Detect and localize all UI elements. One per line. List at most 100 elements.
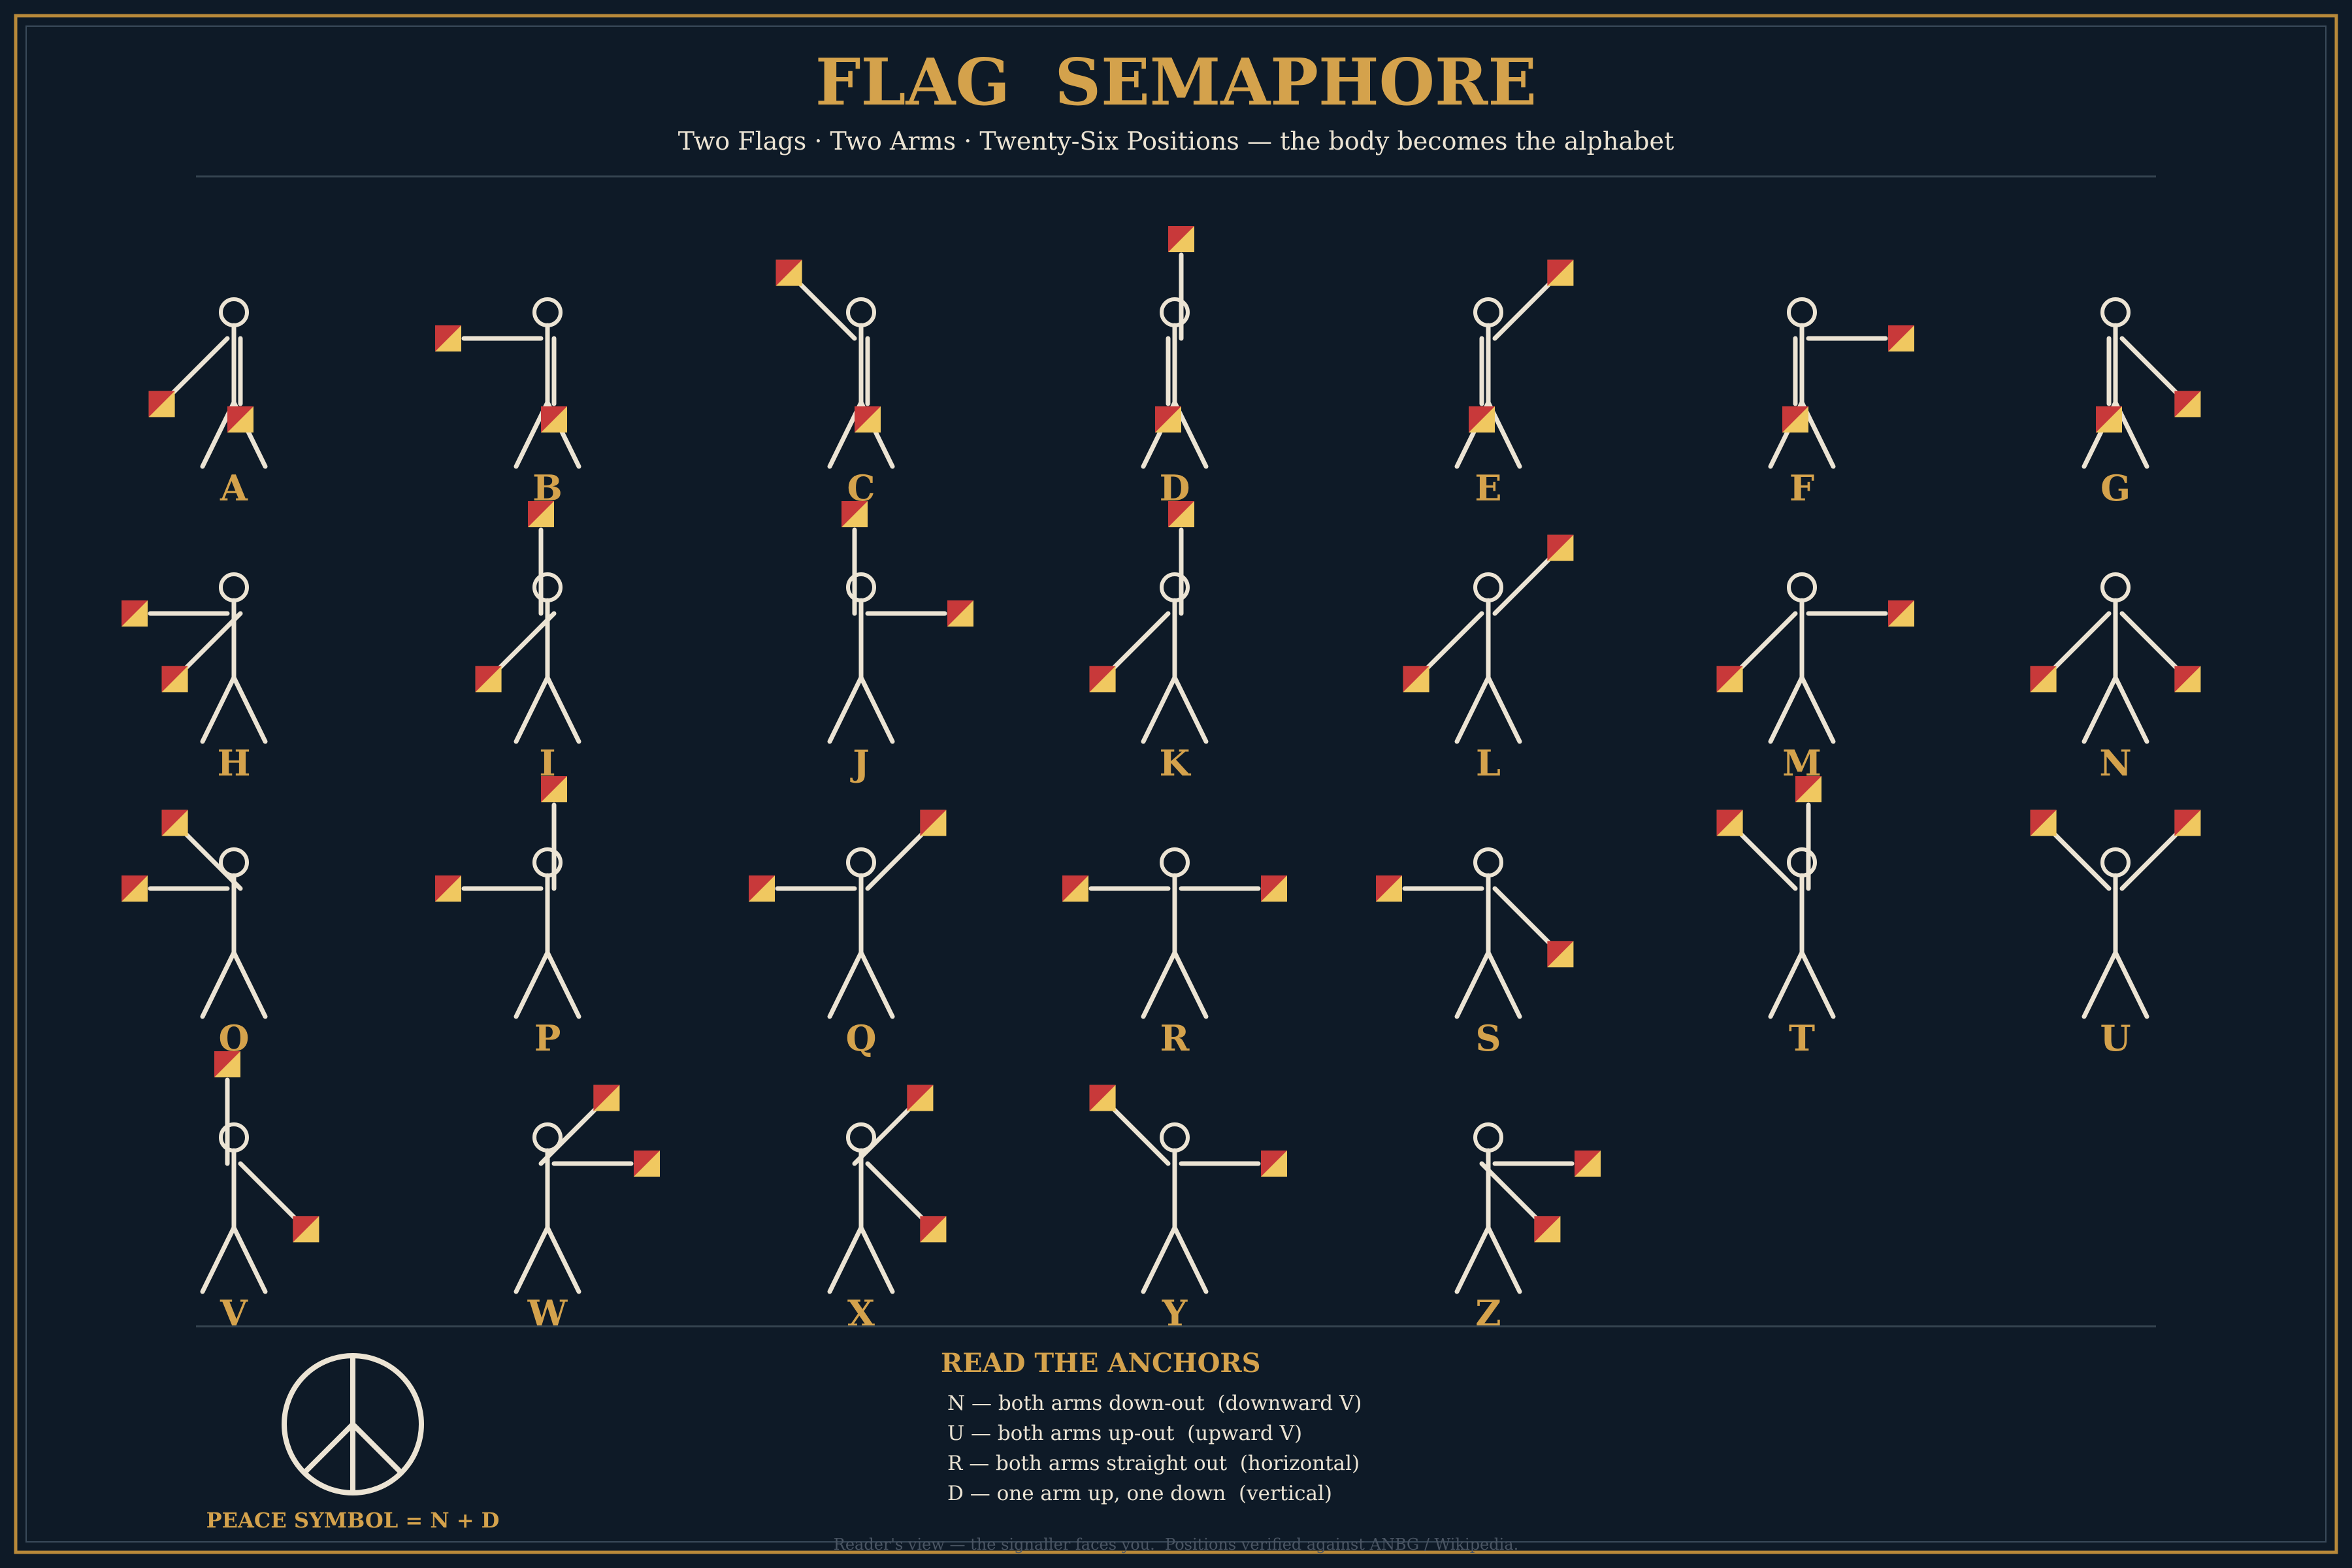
figure-left-leg	[1141, 1225, 1177, 1294]
left-flag-icon	[593, 1085, 620, 1111]
semaphore-figure-m: M	[1716, 572, 1914, 784]
figure-right-leg	[858, 1225, 895, 1294]
right-flag-icon	[1888, 325, 1914, 351]
right-flag-icon	[920, 809, 947, 836]
semaphore-figure-s: S	[1376, 847, 1574, 1059]
right-flag-icon	[1261, 875, 1287, 902]
figure-right-leg	[1799, 950, 1836, 1019]
left-flag-icon	[1782, 406, 1808, 433]
figure-left-leg	[514, 1225, 550, 1294]
left-arm	[538, 1107, 598, 1166]
figure-letter-label: A	[220, 467, 248, 509]
left-arm	[171, 336, 230, 395]
left-arm	[2052, 832, 2112, 891]
left-flag-icon	[776, 259, 802, 286]
right-flag-icon	[1888, 600, 1914, 627]
semaphore-figure-l: L	[1403, 534, 1574, 784]
figure-right-leg	[858, 950, 895, 1019]
figure-right-leg	[231, 675, 268, 744]
figure-letter-label: F	[1789, 467, 1814, 509]
semaphore-figure-c: C	[776, 259, 895, 509]
figure-letter-label: N	[2099, 742, 2131, 784]
page-subtitle: Two Flags · Two Arms · Twenty-Six Positi…	[678, 127, 1674, 155]
right-flag-icon	[1547, 534, 1574, 561]
peace-symbol-label: PEACE SYMBOL = N + D	[206, 1508, 500, 1533]
figure-letter-label: X	[847, 1292, 875, 1334]
left-flag-icon	[122, 600, 148, 627]
footnote: Reader's view — the signaller faces you.…	[834, 1535, 1518, 1554]
figure-left-leg	[200, 950, 237, 1019]
right-flag-icon	[1795, 776, 1821, 802]
figure-left-leg	[514, 675, 550, 744]
figure-left-leg	[1141, 950, 1177, 1019]
figure-letter-label: W	[527, 1292, 568, 1334]
figure-left-leg	[827, 675, 864, 744]
right-flag-icon	[1168, 226, 1194, 252]
right-arm	[865, 832, 924, 891]
right-flag-icon	[293, 1216, 319, 1243]
left-flag-icon	[214, 1051, 240, 1077]
figure-right-leg	[545, 950, 581, 1019]
figure-right-leg	[1486, 950, 1522, 1019]
anchor-line-d: D — one arm up, one down (vertical)	[947, 1482, 1332, 1505]
right-arm	[1492, 886, 1552, 945]
figure-left-leg	[1768, 675, 1805, 744]
right-arm	[2119, 336, 2179, 395]
left-arm	[2052, 611, 2112, 670]
figure-left-leg	[827, 1225, 864, 1294]
figure-letter-label: S	[1476, 1017, 1501, 1059]
right-flag-icon	[2174, 391, 2201, 417]
right-flag-icon	[541, 406, 567, 433]
semaphore-figure-j: J	[827, 501, 973, 784]
semaphore-figure-r: R	[1062, 847, 1287, 1059]
figure-letter-label: V	[220, 1292, 248, 1334]
figure-letter-label: P	[534, 1017, 561, 1059]
anchor-line-r: R — both arms straight out (horizontal)	[947, 1452, 1360, 1475]
left-flag-icon	[1089, 1085, 1116, 1111]
left-flag-icon	[1376, 875, 1402, 902]
figure-left-leg	[1141, 675, 1177, 744]
right-arm	[184, 611, 243, 670]
left-flag-icon	[1716, 666, 1743, 693]
figure-right-leg	[545, 675, 581, 744]
left-flag-icon	[907, 1085, 934, 1111]
anchors-heading: READ THE ANCHORS	[941, 1348, 1261, 1379]
left-flag-icon	[2096, 406, 2122, 433]
left-flag-icon	[1089, 666, 1116, 693]
figure-letter-label: K	[1160, 742, 1192, 784]
left-arm	[798, 282, 857, 341]
figure-left-leg	[1768, 950, 1805, 1019]
figure-letter-label: Q	[845, 1017, 876, 1059]
left-flag-icon	[148, 391, 175, 417]
figure-right-leg	[1486, 675, 1522, 744]
figure-letter-label: U	[2100, 1017, 2131, 1059]
right-arm	[865, 1161, 924, 1220]
figure-right-leg	[2113, 675, 2149, 744]
figure-letter-label: T	[1789, 1017, 1815, 1059]
figure-left-leg	[1454, 950, 1491, 1019]
figure-right-leg	[1172, 1225, 1209, 1294]
figure-right-leg	[1799, 675, 1836, 744]
figure-letter-label: E	[1475, 467, 1501, 509]
left-flag-icon	[1469, 406, 1495, 433]
semaphore-figure-h: H	[122, 572, 268, 784]
semaphore-figure-n: N	[2030, 572, 2201, 784]
semaphore-figure-u: U	[2030, 809, 2201, 1059]
left-flag-icon	[435, 875, 461, 902]
page-title: FLAG SEMAPHORE	[815, 45, 1537, 120]
left-flag-icon	[2030, 666, 2057, 693]
figure-left-leg	[200, 1225, 237, 1294]
outer-frame	[14, 14, 2338, 1554]
right-flag-icon	[1575, 1151, 1601, 1177]
figure-right-leg	[545, 1225, 581, 1294]
figure-left-leg	[2082, 950, 2118, 1019]
semaphore-figure-e: E	[1454, 259, 1574, 509]
right-flag-icon	[920, 1216, 947, 1243]
left-flag-icon	[435, 325, 461, 351]
right-flag-icon	[1168, 501, 1194, 527]
right-arm	[1492, 282, 1552, 341]
anchor-line-n: N — both arms down-out (downward V)	[947, 1392, 1362, 1415]
figure-letter-label: J	[850, 742, 870, 784]
